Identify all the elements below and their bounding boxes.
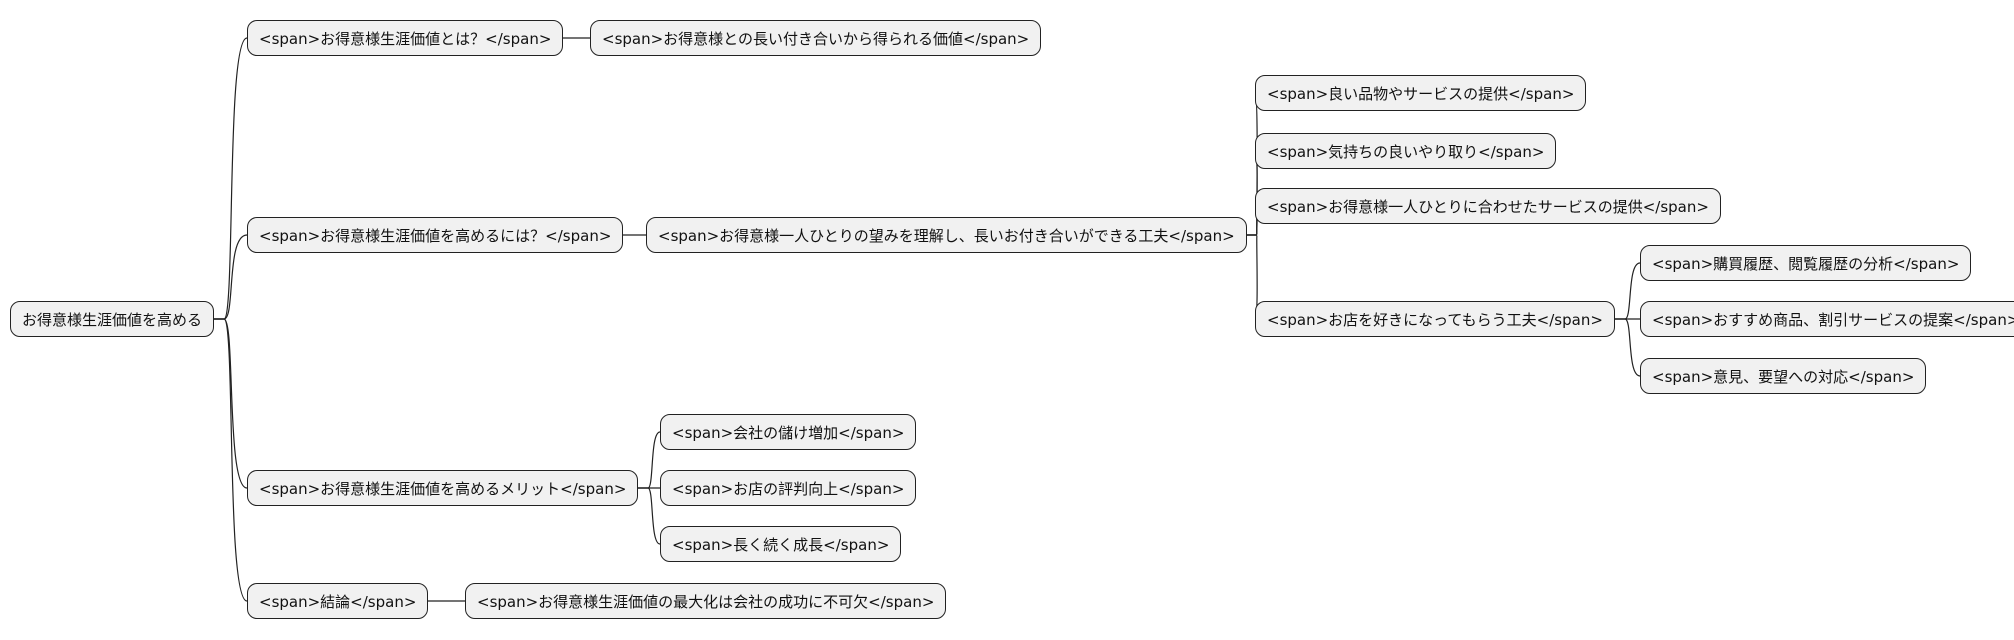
loyalty-recommendations: <span>おすすめ商品、割引サービスの提案</span> [1640,301,2014,337]
connector-branch-benefits-to-benefit-growth [638,487,661,545]
idea-personalized-service: <span>お得意様一人ひとりに合わせたサービスの提供</span> [1255,188,1721,224]
benefit-reputation: <span>お店の評判向上</span> [660,470,917,506]
connector-root-node-to-branch-definition [214,37,248,320]
branch-benefits: <span>お得意様生涯価値を高めるメリット</span> [247,470,639,506]
idea-quality-products: <span>良い品物やサービスの提供</span> [1255,75,1587,111]
connector-root-node-to-branch-how-to-increase [214,234,248,320]
connector-idea-store-loyalty-to-loyalty-feedback-response [1615,318,1641,377]
loyalty-history-analysis: <span>購買履歴、閲覧履歴の分析</span> [1640,245,1972,281]
idea-store-loyalty: <span>お店を好きになってもらう工夫</span> [1255,301,1615,337]
loyalty-feedback-response: <span>意見、要望への対応</span> [1640,358,1927,394]
conclusion-detail: <span>お得意様生涯価値の最大化は会社の成功に不可欠</span> [465,583,947,619]
idea-pleasant-interaction: <span>気持ちの良いやり取り</span> [1255,133,1557,169]
benefit-growth: <span>長く続く成長</span> [660,526,902,562]
benefit-profit: <span>会社の儲け増加</span> [660,414,917,450]
definition-detail: <span>お得意様との長い付き合いから得られる価値</span> [590,20,1042,56]
connector-branch-benefits-to-benefit-profit [638,431,661,489]
branch-conclusion: <span>結論</span> [247,583,429,619]
connector-root-node-to-branch-conclusion [214,318,248,602]
branch-definition: <span>お得意様生涯価値とは？</span> [247,20,564,56]
root-node: お得意様生涯価値を高める [10,301,215,337]
connector-idea-store-loyalty-to-loyalty-history-analysis [1615,262,1641,320]
branch-how-to-increase: <span>お得意様生涯価値を高めるには？</span> [247,217,624,253]
how-to-main-idea: <span>お得意様一人ひとりの望みを理解し、長いお付き合いができる工夫</sp… [646,217,1247,253]
